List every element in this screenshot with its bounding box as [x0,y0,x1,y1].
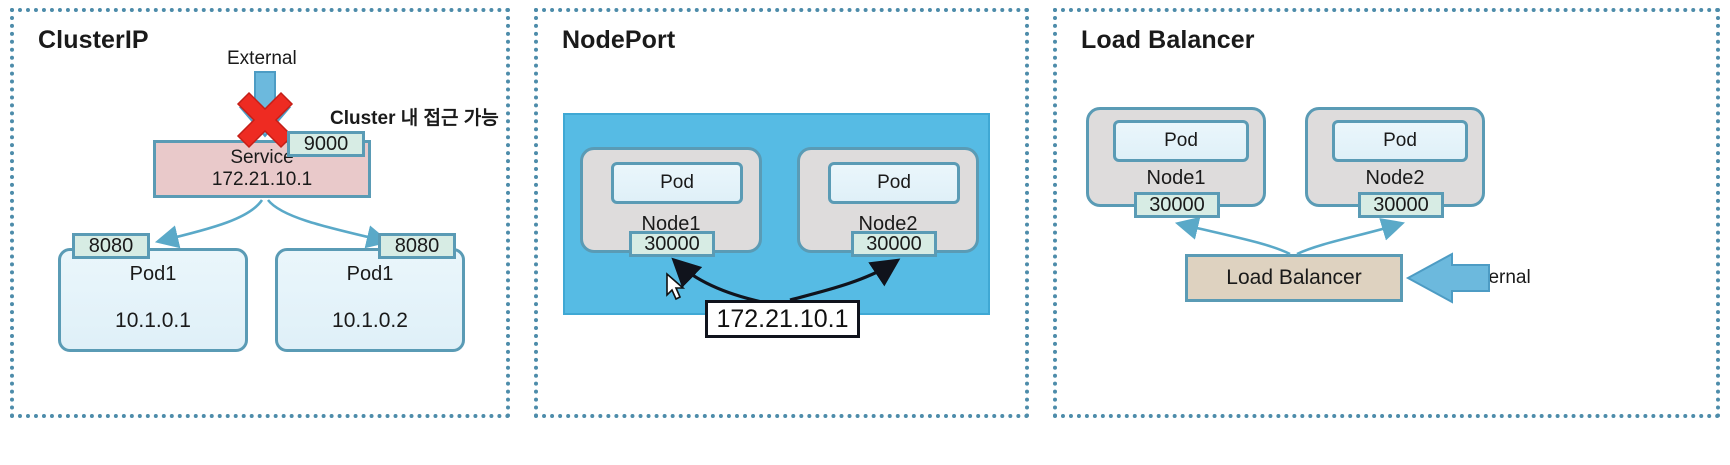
node-box-lb-2[interactable]: Pod Node2 [1305,107,1485,207]
panel-title-nodeport: NodePort [562,26,676,54]
panel-title-loadbalancer: Load Balancer [1081,26,1255,54]
node-name-nodeport-1: Node1 [641,213,701,235]
node-box-lb-1[interactable]: Pod Node1 [1086,107,1266,207]
pod-name-2: Pod1 [346,263,394,285]
node-port-badge-nodeport-2[interactable]: 30000 [851,231,937,257]
node-name-lb-1: Node1 [1146,167,1206,189]
panel-title-clusterip: ClusterIP [38,26,149,54]
service-ip: 172.21.10.1 [211,169,313,190]
service-name: Service [230,146,294,168]
load-balancer-box[interactable]: Load Balancer [1185,254,1403,302]
cluster-ip-callout[interactable]: 172.21.10.1 [705,300,860,338]
pod-box-lb-1[interactable]: Pod [1113,120,1249,162]
node-port-badge-lb-2[interactable]: 30000 [1358,192,1444,218]
node-port-badge-nodeport-1[interactable]: 30000 [629,231,715,257]
external-label-clusterip: External [227,48,297,69]
pod-name-1: Pod1 [129,263,177,285]
service-port-badge[interactable]: 9000 [287,131,365,157]
pod-box-1[interactable]: Pod1 10.1.0.1 [58,248,248,352]
external-label-loadbalancer: External [1461,267,1531,288]
pod-port-badge-1[interactable]: 8080 [72,233,150,259]
pod-ip-2: 10.1.0.2 [332,309,408,332]
cluster-access-note: Cluster 내 접근 가능 [330,108,499,129]
node-name-lb-2: Node2 [1365,167,1425,189]
node-box-nodeport-2[interactable]: Pod Node2 [797,147,979,253]
pod-ip-1: 10.1.0.1 [115,309,191,332]
pod-box-2[interactable]: Pod1 10.1.0.2 [275,248,465,352]
pod-box-nodeport-1[interactable]: Pod [611,162,743,204]
pod-box-nodeport-2[interactable]: Pod [828,162,960,204]
node-port-badge-lb-1[interactable]: 30000 [1134,192,1220,218]
service-box[interactable]: Service 172.21.10.1 [153,140,371,198]
pod-box-lb-2[interactable]: Pod [1332,120,1468,162]
node-name-nodeport-2: Node2 [858,213,918,235]
pod-port-badge-2[interactable]: 8080 [378,233,456,259]
